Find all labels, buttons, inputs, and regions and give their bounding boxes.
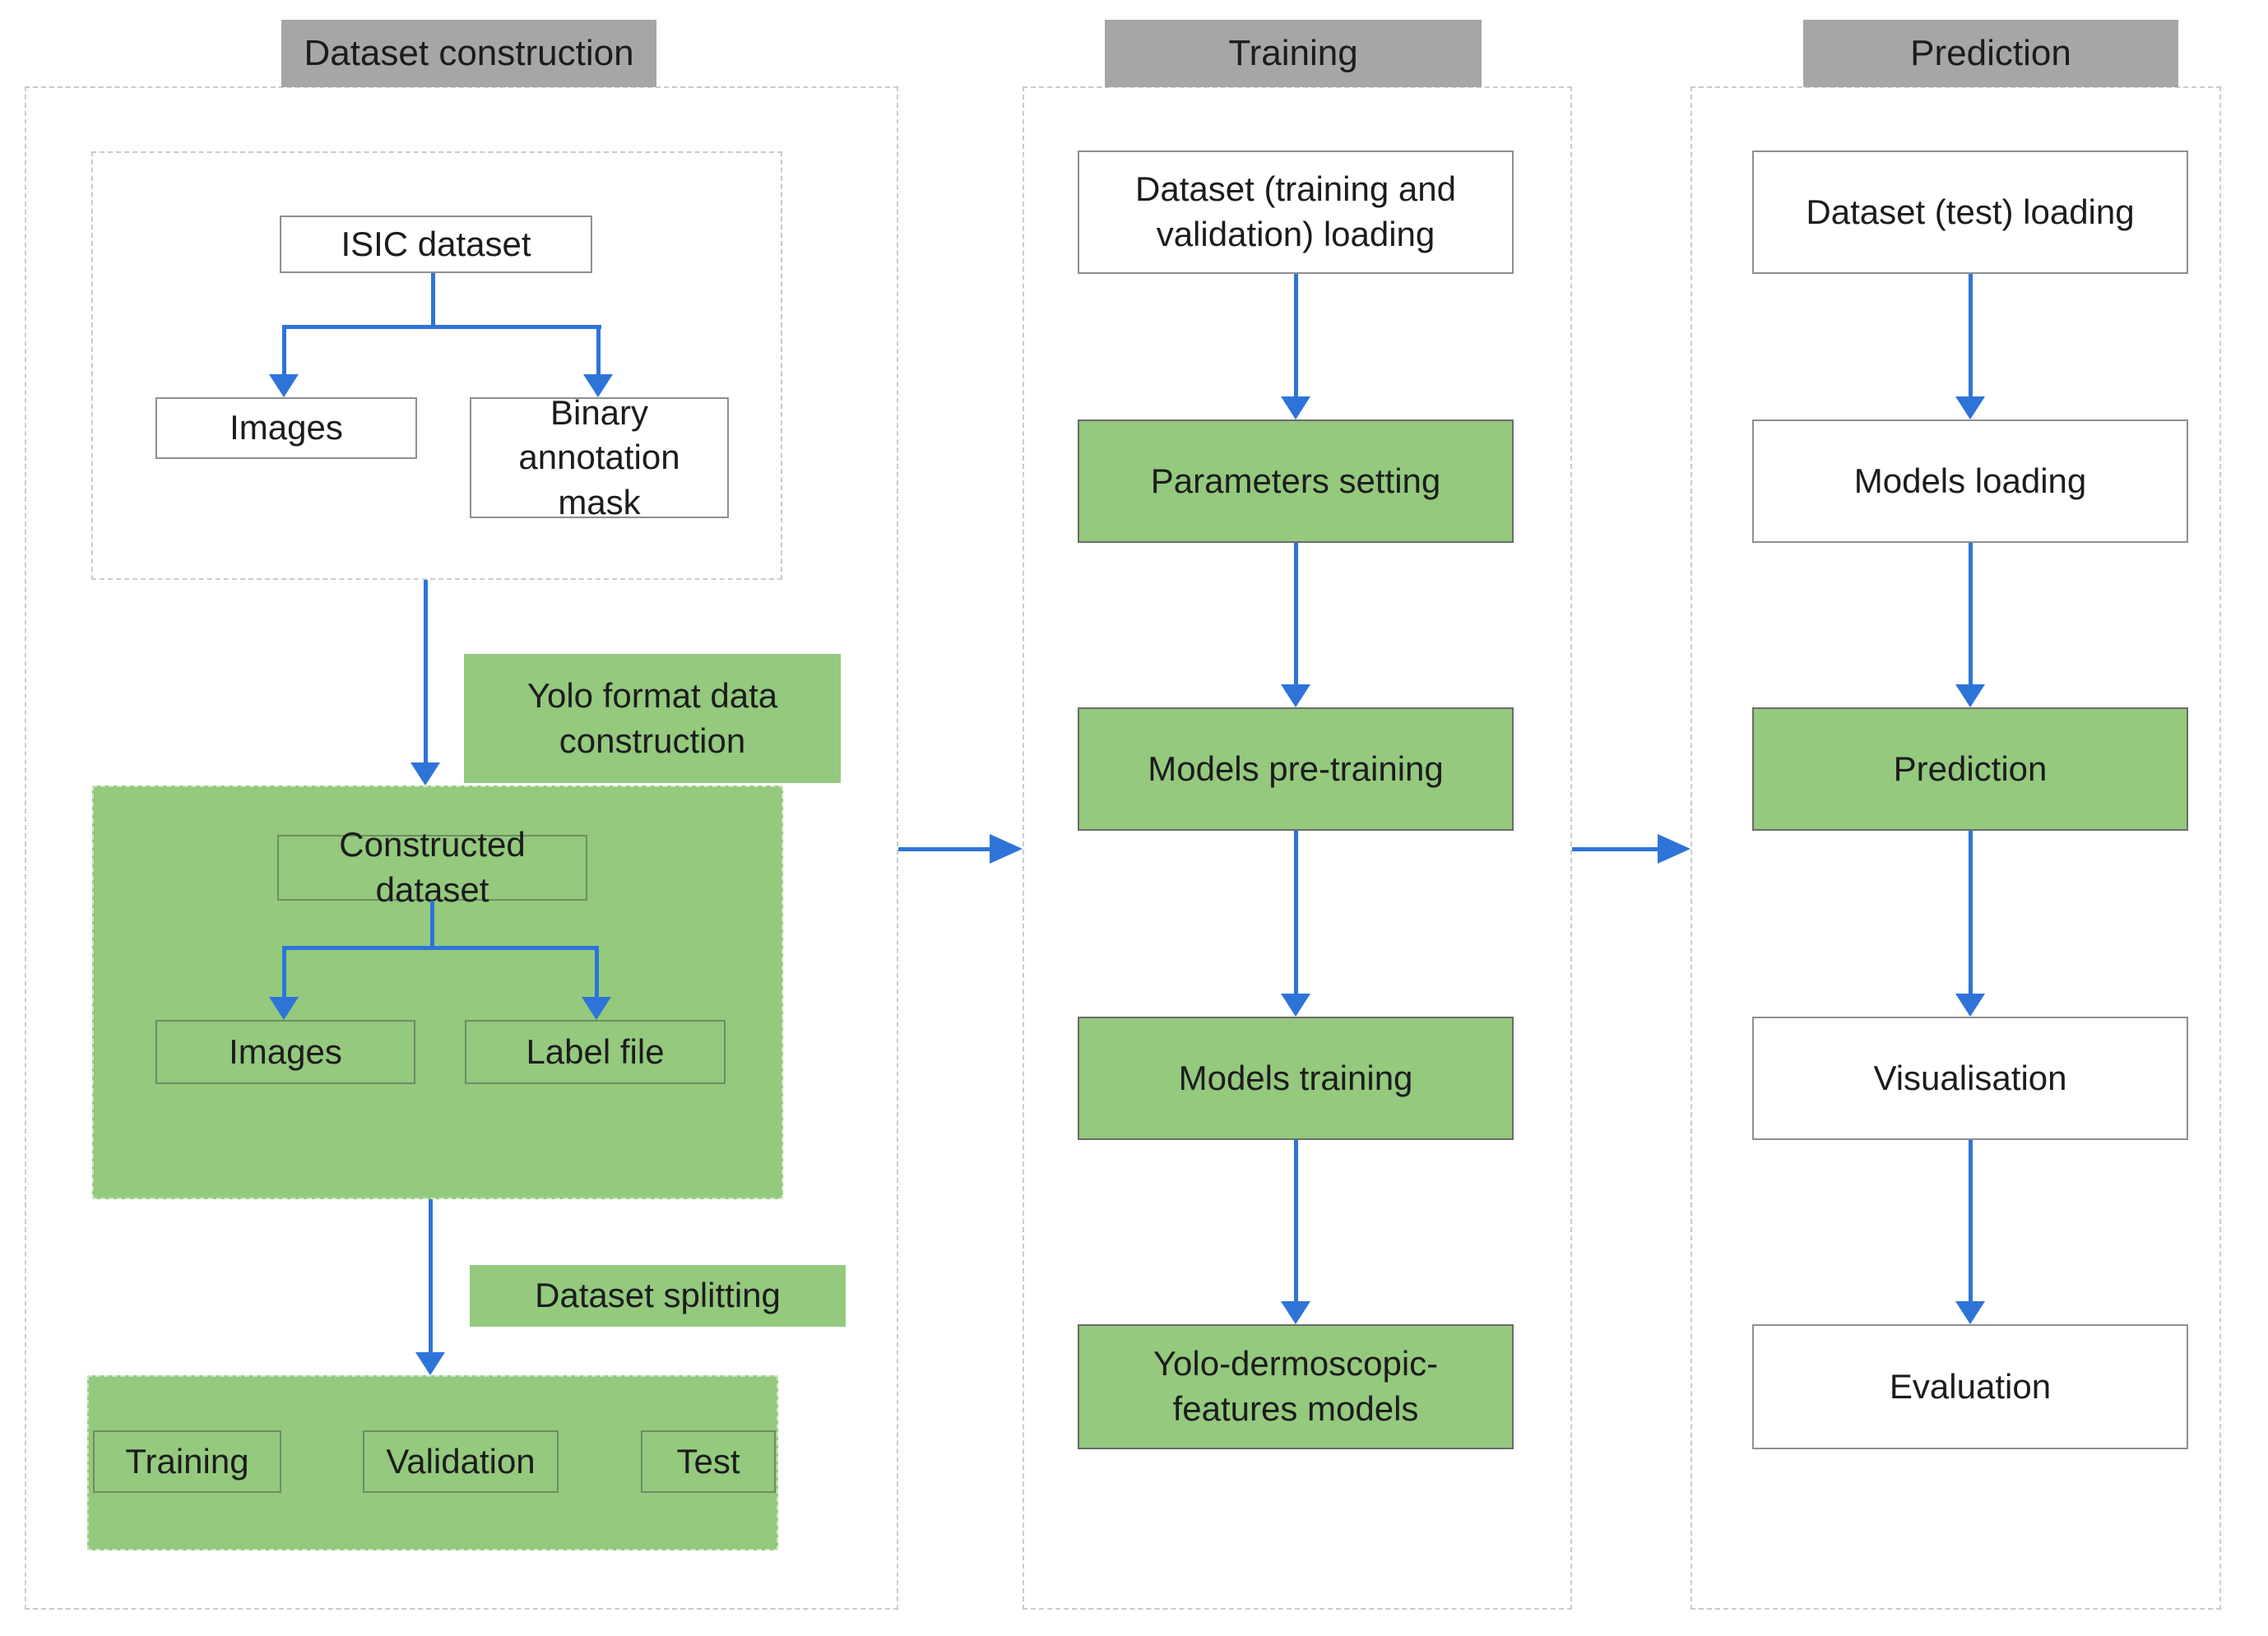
- constructed-to-images-arrowhead: [269, 997, 299, 1020]
- training-arrow-2-stem: [1294, 543, 1298, 684]
- prediction-arrow-4-head: [1955, 1301, 1985, 1324]
- prediction-box: Prediction: [1752, 707, 2188, 831]
- stage-header-prediction: Prediction: [1803, 20, 2178, 87]
- training-to-prediction-arrowhead: [1658, 834, 1691, 864]
- isic-to-mask-stem: [596, 325, 601, 374]
- label-file-box: Label file: [465, 1020, 726, 1084]
- prediction-arrow-1-head: [1955, 396, 1985, 419]
- validation-split-box: Validation: [363, 1430, 559, 1493]
- training-arrow-2-head: [1281, 684, 1310, 707]
- construction-to-training-stem: [898, 847, 990, 851]
- constructed-dataset-box: Constructed dataset: [277, 825, 587, 909]
- models-training-box: Models training: [1078, 1017, 1514, 1140]
- constructed-to-labelfile-arrowhead: [582, 997, 611, 1020]
- dataset-splitting-label: Dataset splitting: [470, 1265, 846, 1327]
- stage-header-training: Training: [1105, 20, 1482, 87]
- isic-to-images-arrowhead: [269, 374, 299, 397]
- training-arrow-3-stem: [1294, 831, 1298, 994]
- prediction-container: [1691, 86, 2221, 1610]
- prediction-arrow-2-stem: [1969, 543, 1973, 684]
- training-arrow-4-stem: [1294, 1140, 1298, 1301]
- isic-to-images-stem: [282, 325, 286, 374]
- source-to-constructed-arrowhead: [410, 762, 440, 786]
- training-arrow-1-stem: [1294, 274, 1298, 396]
- isic-split-stem: [431, 273, 435, 327]
- constructed-to-split-arrowhead: [415, 1352, 445, 1375]
- isic-source-container: [91, 151, 782, 580]
- constructed-images-box: Images: [155, 1020, 415, 1084]
- training-to-prediction-stem: [1572, 847, 1658, 851]
- models-loading-box: Models loading: [1752, 419, 2188, 543]
- construction-to-training-arrowhead: [990, 834, 1023, 864]
- yolo-format-label: Yolo format data construction: [464, 654, 841, 783]
- source-images-box: Images: [155, 397, 417, 459]
- test-split-box: Test: [641, 1430, 776, 1493]
- prediction-arrow-3-head: [1955, 994, 1985, 1017]
- visualisation-box: Visualisation: [1752, 1017, 2188, 1140]
- prediction-arrow-4-stem: [1969, 1140, 1973, 1301]
- constructed-split-stem: [430, 901, 434, 948]
- training-arrow-1-head: [1281, 396, 1310, 419]
- constructed-to-split-stem: [429, 1199, 433, 1352]
- parameters-setting-box: Parameters setting: [1078, 419, 1514, 543]
- training-arrow-4-head: [1281, 1301, 1310, 1324]
- isic-to-mask-arrowhead: [583, 374, 613, 397]
- stage-header-dataset-construction: Dataset construction: [281, 20, 656, 87]
- training-container: [1023, 86, 1572, 1610]
- prediction-arrow-1-stem: [1969, 274, 1973, 396]
- yolo-dermoscopic-models-box: Yolo-dermoscopic-features models: [1078, 1324, 1514, 1449]
- source-to-constructed-stem: [424, 580, 428, 762]
- training-split-box: Training: [93, 1430, 281, 1493]
- training-arrow-3-head: [1281, 994, 1310, 1017]
- evaluation-box: Evaluation: [1752, 1324, 2188, 1449]
- constructed-to-images-stem: [282, 946, 286, 997]
- models-pre-training-box: Models pre-training: [1078, 707, 1514, 831]
- dataset-construction-container: [25, 86, 898, 1610]
- prediction-arrow-3-stem: [1969, 831, 1973, 994]
- prediction-arrow-2-head: [1955, 684, 1985, 707]
- isic-split-crossbar: [284, 325, 601, 329]
- binary-annotation-mask-box: Binary annotation mask: [470, 393, 729, 521]
- dataset-train-val-loading-box: Dataset (training and validation) loadin…: [1078, 151, 1514, 274]
- constructed-to-labelfile-stem: [595, 946, 599, 997]
- constructed-split-crossbar: [282, 946, 598, 950]
- isic-dataset-box: ISIC dataset: [280, 216, 592, 273]
- dataset-test-loading-box: Dataset (test) loading: [1752, 151, 2188, 274]
